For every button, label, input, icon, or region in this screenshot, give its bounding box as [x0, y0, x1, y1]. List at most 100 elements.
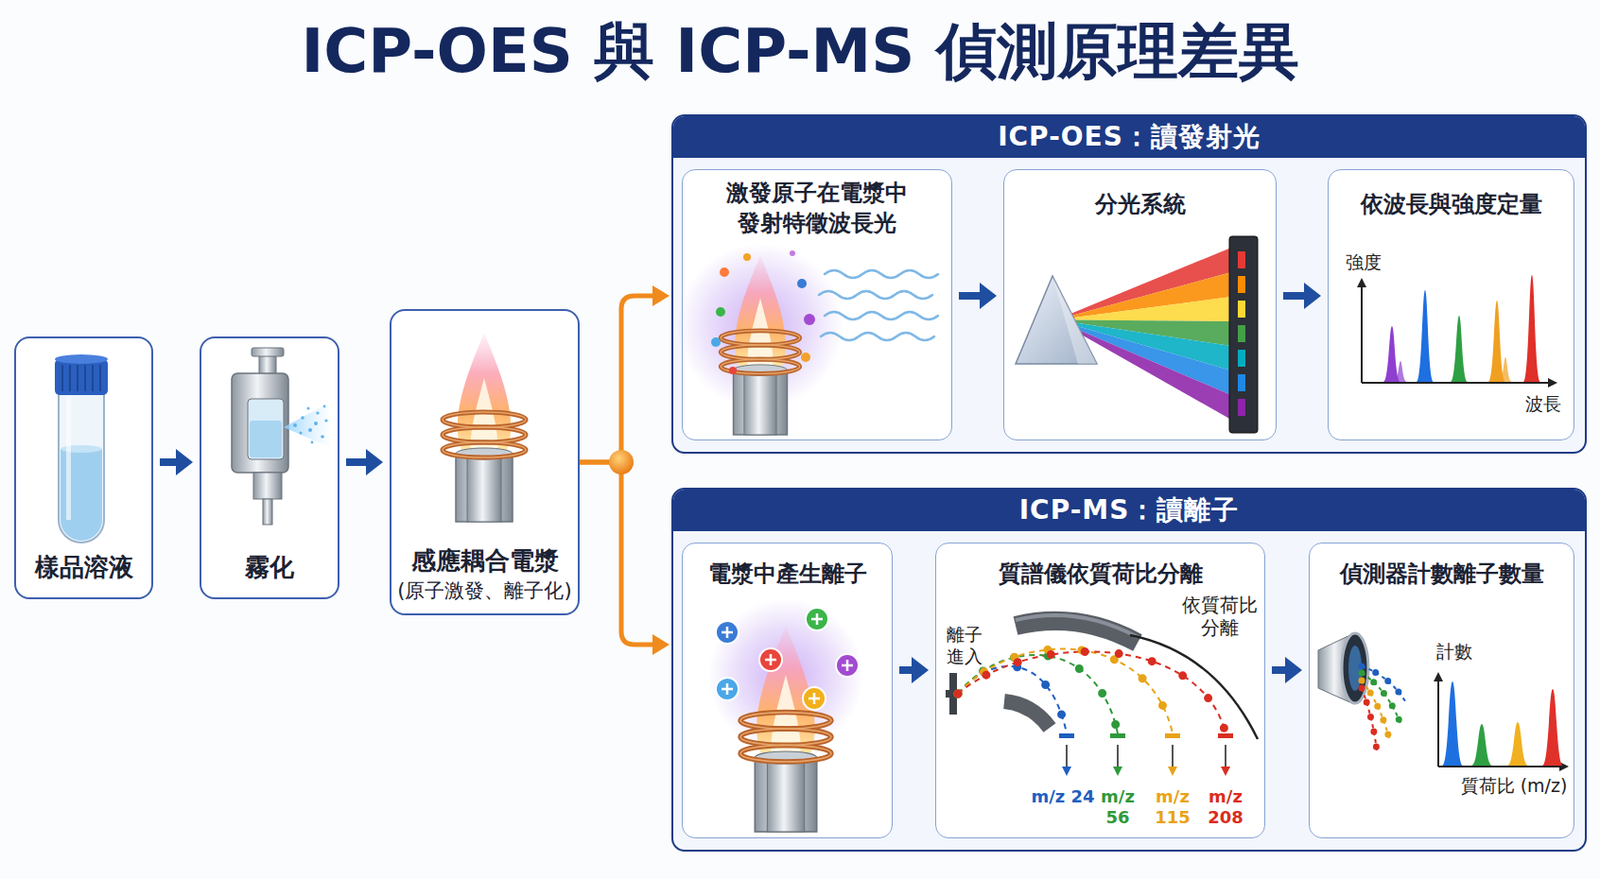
mass-analyzer — [1015, 621, 1138, 644]
box-label: 偵測器計數離子數量 — [1339, 558, 1545, 590]
panel-header: ICP-MS：讀離子 — [673, 489, 1585, 532]
ion-dots — [957, 666, 1067, 734]
emission-torch — [797, 278, 807, 289]
detected-ions — [1361, 666, 1408, 705]
ion — [715, 608, 859, 711]
mass-spectrum — [1438, 765, 1562, 768]
emission-torch — [789, 250, 796, 257]
detector-array — [1237, 276, 1246, 294]
test-tube — [66, 397, 71, 521]
emission-torch — [743, 253, 751, 261]
emission-waves — [818, 291, 933, 299]
detected-ions — [1361, 688, 1377, 752]
box-label: 激發原子在電漿中 發射特徵波長光 — [721, 177, 913, 240]
nebulizer — [293, 423, 297, 428]
landing-marker — [1061, 766, 1072, 777]
mass-spectrum — [1442, 681, 1463, 766]
mass-spectrum — [1433, 672, 1444, 682]
box-fill — [671, 114, 1587, 454]
arrow-head — [365, 449, 383, 476]
split-dot — [608, 450, 634, 475]
detector-array — [1237, 325, 1246, 343]
ion-source — [708, 598, 864, 833]
axis-label: m/z 115 — [1150, 786, 1195, 828]
emission-spectrum — [1393, 361, 1408, 383]
ion-trajectory — [957, 649, 1226, 734]
nebulizer — [231, 347, 331, 525]
box-label: 感應耦合電漿 — [411, 544, 559, 578]
arrow-head — [1285, 657, 1303, 684]
nebulizer — [251, 347, 284, 357]
process-box: 分光系統 — [1003, 169, 1277, 441]
axis-label: 依質荷比 分離 — [1180, 593, 1260, 640]
landing-marker — [1059, 733, 1075, 739]
process-box: 樣品溶液 — [14, 336, 154, 600]
flow-arrow — [958, 282, 997, 310]
detector-array — [1237, 374, 1246, 392]
flow-arrow — [1271, 657, 1303, 684]
emission-torch — [711, 337, 721, 348]
mass-analyzer — [1015, 615, 1138, 638]
branch-line — [579, 295, 655, 463]
prism — [1015, 276, 1097, 365]
axis-label: m/z 208 — [1203, 786, 1248, 828]
arrow-shaft — [346, 458, 368, 467]
nebulizer — [298, 431, 302, 435]
mass-spectrum — [1433, 672, 1569, 772]
emission-spectrum — [1523, 275, 1541, 383]
nebulizer — [253, 472, 282, 500]
flow-arrow — [1283, 282, 1322, 310]
emission-waves — [820, 332, 935, 341]
mass-spectrum — [1437, 680, 1440, 767]
ion-dots — [957, 651, 1226, 734]
process-box: 電漿中產生離子 — [681, 542, 893, 839]
nebulizer — [249, 420, 282, 458]
nebulizer — [324, 418, 328, 422]
emission-torch — [719, 267, 730, 278]
nebulizer — [259, 354, 277, 376]
box-fill — [1308, 542, 1575, 839]
detector-array — [1229, 236, 1258, 434]
mass-spectrum — [1471, 724, 1493, 766]
nebulizer — [231, 373, 289, 473]
landing-marker — [1167, 766, 1178, 777]
emission-spectrum — [1498, 357, 1513, 383]
arrow-head — [1304, 282, 1322, 310]
ion-trajectory — [957, 651, 1226, 734]
nebulizer — [300, 416, 305, 420]
box-fill — [935, 542, 1266, 839]
axis-label: 波長 — [1522, 393, 1565, 416]
nebulizer — [323, 405, 327, 409]
dispersion-fan — [1070, 326, 1232, 420]
nebulizer — [283, 402, 331, 449]
box-label: 霧化 — [244, 551, 295, 585]
emission-spectrum — [1488, 300, 1506, 383]
arrow-shaft — [1271, 666, 1287, 675]
emission-spectrum — [1360, 285, 1363, 383]
plasma-torch — [442, 332, 526, 522]
diagram-title: ICP-OES 與 ICP-MS 偵測原理差異 — [0, 17, 1600, 86]
emission-spectrum — [1361, 382, 1550, 384]
process-box: 激發原子在電漿中 發射特徵波長光 — [681, 169, 953, 441]
flow-arrow — [579, 285, 670, 463]
test-tube — [62, 365, 101, 392]
emission-torch — [800, 352, 811, 363]
nebulizer — [293, 405, 329, 445]
detected-ions — [1361, 688, 1377, 752]
landing-marker — [1220, 766, 1231, 777]
ion — [721, 613, 853, 705]
detector-array — [1237, 349, 1246, 367]
axis-label: 強度 — [1342, 251, 1385, 274]
process-box: 感應耦合電漿(原子激發、離子化) — [389, 309, 580, 616]
emission-spectrum — [1356, 278, 1367, 288]
arrow-head — [652, 634, 670, 656]
process-box: 霧化 — [199, 336, 340, 600]
prism — [1015, 276, 1097, 365]
emission-waves — [824, 312, 939, 320]
box-label: 質譜儀依質荷比分離 — [998, 558, 1203, 590]
emission-spectrum — [1450, 315, 1468, 383]
box-label: 樣品溶液 — [34, 551, 134, 585]
box-fill — [1327, 169, 1575, 441]
emission-torch — [720, 255, 800, 435]
arrow-head — [979, 282, 997, 310]
